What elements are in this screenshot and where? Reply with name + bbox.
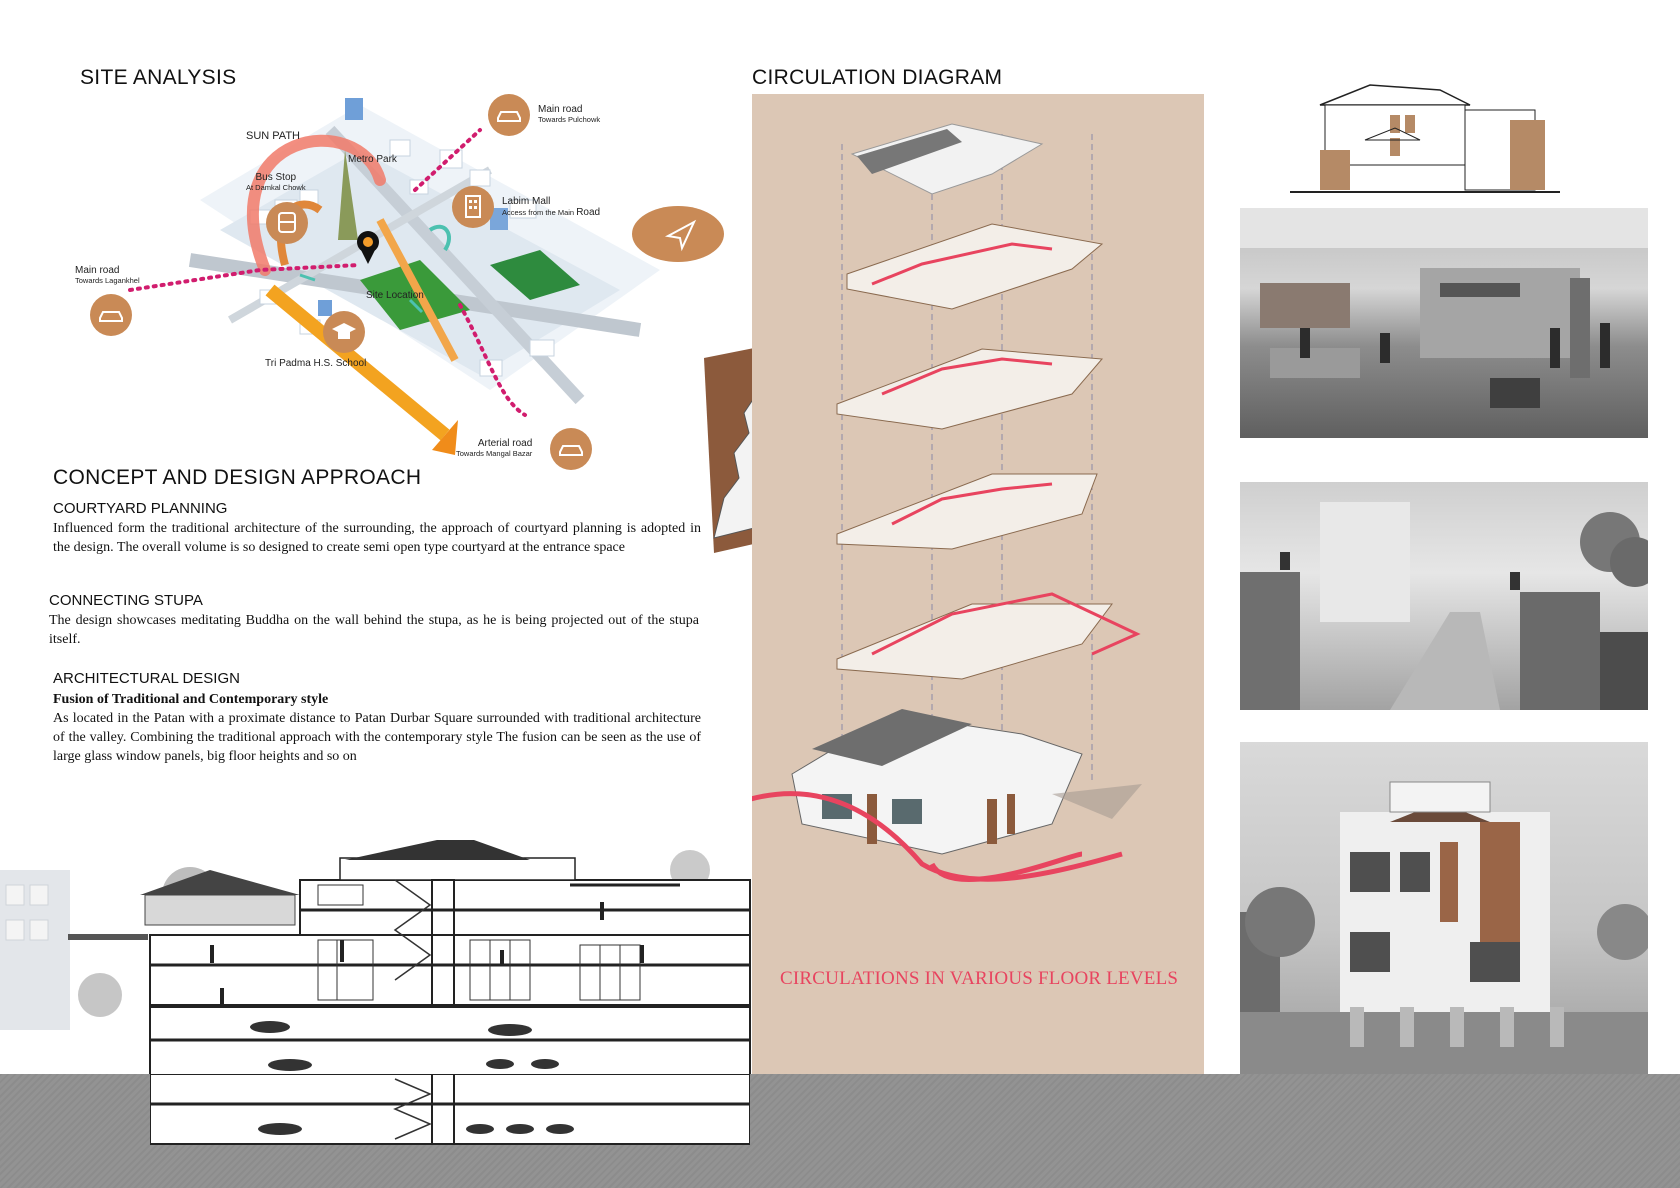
architectural-body: As located in the Patan with a proximate… [53,711,701,764]
car-icon-lagankhel [90,294,132,336]
main-road-lagankhel-label: Main road Towards Lagankhel [75,265,140,285]
car-icon-pulchowk [488,94,530,136]
metro-park-label: Metro Park [348,154,397,165]
exterior-facade-render [1240,742,1648,1082]
main-road-pulchowk-label: Main road Towards Pulchowk [538,104,601,124]
circulation-caption: CIRCULATIONS IN VARIOUS FLOOR LEVELS [780,968,1179,989]
site-analysis-title: SITE ANALYSIS [80,66,237,89]
school-icon [323,311,365,353]
school-label: Tri Padma H.S. School [265,358,367,369]
arterial-road-label: Arterial road Towards Mangal Bazar [456,438,533,458]
architectural-heading: ARCHITECTURAL DESIGN [53,670,240,687]
sun-path-label: SUN PATH [246,130,300,142]
entrance-courtyard-render [1240,482,1648,710]
exploded-axonometric [752,123,1142,883]
concept-title: CONCEPT AND DESIGN APPROACH [53,466,422,489]
basement-overlay [150,1074,750,1145]
north-arrow-icon [632,206,724,262]
courtyard-heading: COURTYARD PLANNING [53,500,228,517]
courtyard-body: Influenced form the traditional architec… [53,521,701,555]
bus-stop-label: Bus Stop At Damkal Chowk [246,172,306,192]
mall-icon [452,186,494,228]
site-location-label: Site Location [366,290,424,301]
stupa-heading: CONNECTING STUPA [49,592,203,609]
interior-lobby-render [1240,208,1648,438]
architectural-subheading: Fusion of Traditional and Contemporary s… [53,692,329,707]
labim-mall-label: Labim Mall Access from the Main Road [502,196,601,218]
site-analysis-map [128,98,660,455]
bus-icon [266,202,308,244]
elevation-sketch [1290,84,1560,193]
car-icon-mangal-bazar [550,428,592,470]
stupa-body: The design showcases meditating Buddha o… [49,613,699,647]
circulation-title: CIRCULATION DIAGRAM [752,66,1003,89]
building-section-drawing [0,840,751,1078]
